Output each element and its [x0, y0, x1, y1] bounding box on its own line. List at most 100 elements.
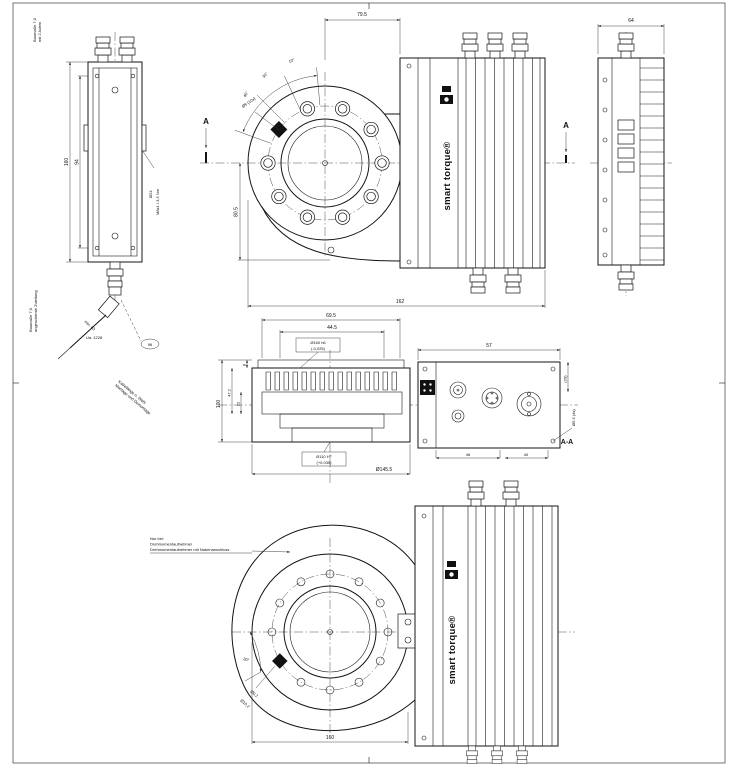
housing-finned: smart torque® — [414, 480, 559, 764]
round-connector — [449, 381, 467, 399]
dim-top: 79.5 — [324, 12, 401, 60]
svg-text:8: 8 — [242, 363, 247, 366]
cable-gland — [461, 32, 479, 59]
bolt-callouts: Ø0,2 Ø10,2 — [239, 665, 276, 709]
svg-text:57: 57 — [486, 343, 492, 349]
cable-annotations: min. 63 Baumaße 7,0 ungeschirmte Zuleitu… — [28, 290, 160, 416]
svg-text:44.5: 44.5 — [327, 325, 337, 331]
svg-text:162: 162 — [396, 299, 405, 305]
svg-text:A: A — [203, 117, 209, 126]
dims-left: 100 47.2 22 8 — [216, 359, 252, 443]
section-label: A-A — [561, 439, 573, 446]
dim-inner-height: 94 — [75, 75, 88, 249]
svg-text:Ø160 h6: Ø160 h6 — [310, 340, 326, 345]
round-connector — [481, 387, 503, 409]
svg-text:46: 46 — [466, 452, 471, 457]
corner-note-line1: Baumaße 7,0 — [32, 17, 37, 42]
svg-text:22: 22 — [236, 401, 241, 406]
svg-text:Baumaße 7,0: Baumaße 7,0 — [28, 307, 33, 332]
dim-width: 160 — [251, 642, 409, 744]
corner-note-line2: mit 2 Adern — [37, 22, 42, 42]
callout-bottom: Ø110 H7 (+0,035) — [301, 441, 347, 467]
svg-text:(20): (20) — [563, 375, 568, 383]
cable-gland — [118, 36, 136, 63]
svg-text:(-0,025): (-0,025) — [311, 346, 326, 351]
svg-text:Ø10,2: Ø10,2 — [239, 698, 251, 709]
svg-text:Ø110 H7: Ø110 H7 — [316, 454, 332, 459]
section-arrow-right: A — [563, 121, 569, 163]
svg-text:45°: 45° — [242, 90, 249, 98]
svg-text:80.5: 80.5 — [234, 207, 240, 217]
dim-top1: 69.5 — [261, 313, 401, 358]
angle-callout: 30° — [243, 631, 262, 682]
round-connector — [451, 409, 465, 423]
svg-text:47.2: 47.2 — [227, 388, 232, 397]
cable-gland — [491, 745, 503, 764]
svg-text:10°: 10° — [288, 57, 296, 64]
transducer-section — [251, 359, 411, 443]
dim-width: 162 — [247, 200, 546, 308]
svg-text:smart torque®: smart torque® — [447, 616, 458, 685]
cable-assembly — [57, 286, 122, 360]
bolt-hole — [374, 155, 390, 171]
svg-text:Ø0,2: Ø0,2 — [249, 689, 259, 699]
bolt-hole — [363, 121, 379, 138]
cable-gland — [467, 480, 485, 507]
svg-text:M8x1 / 3,5 Nm: M8x1 / 3,5 Nm — [155, 188, 160, 215]
square-connector — [420, 380, 435, 395]
svg-text:160: 160 — [64, 158, 70, 167]
cable-gland — [504, 267, 522, 294]
sheet-corner-note: Baumaße 7,0 mit 2 Adern — [32, 17, 42, 42]
cable-badge: 96 — [148, 342, 153, 347]
flange-plate — [231, 524, 419, 732]
svg-text:Ø5.5 (4x): Ø5.5 (4x) — [571, 409, 576, 426]
round-connector — [516, 391, 542, 417]
svg-text:ungeschirmte Zuleitung: ungeschirmte Zuleitung — [33, 290, 38, 332]
housing-body — [87, 61, 143, 263]
svg-text:smart torque®: smart torque® — [442, 142, 453, 211]
brand-logo: smart torque® — [445, 561, 458, 684]
housing-body — [597, 57, 665, 266]
dim-height: 80.5 — [234, 163, 330, 261]
svg-text:30°: 30° — [243, 656, 251, 662]
bolt-hole — [335, 209, 351, 225]
sheet-frame — [12, 2, 726, 764]
svg-text:160: 160 — [326, 735, 335, 741]
svg-text:100: 100 — [216, 400, 222, 409]
svg-text:94: 94 — [75, 159, 81, 165]
cable-gland — [511, 32, 529, 59]
cable-gland — [486, 32, 504, 59]
dim-top2: 44.5 — [279, 325, 385, 358]
bolt-hole — [335, 101, 351, 117]
svg-text:Montage und Demontage: Montage und Demontage — [114, 383, 152, 416]
svg-text:Drehmomentaufnehmer: Drehmomentaufnehmer — [150, 542, 193, 547]
section-arrow-left: A — [203, 117, 209, 163]
connector-panel — [417, 361, 561, 449]
cable-gland — [469, 267, 487, 294]
view-side-right: 64 — [590, 18, 672, 296]
fin-edges — [640, 67, 664, 261]
svg-text:79.5: 79.5 — [357, 12, 367, 18]
view-bottom: smart torque® Nur bei: Drehmomentaufnehm… — [150, 480, 575, 764]
bolt-hole — [363, 188, 379, 205]
cable-gland — [516, 745, 528, 764]
svg-text:40: 40 — [524, 452, 529, 457]
brand-logo: smart torque® — [440, 86, 453, 210]
dim-overall-height: 160 — [64, 61, 88, 263]
bolt-hole — [299, 101, 315, 117]
svg-text:Ua. 1228: Ua. 1228 — [86, 335, 103, 340]
cable-gland — [106, 261, 124, 288]
dim-top: 64 — [597, 18, 665, 54]
svg-text:(+0,035): (+0,035) — [316, 460, 332, 465]
housing-finned: smart torque® — [399, 32, 546, 294]
cooling-fins — [475, 506, 553, 746]
index-bolt-filled — [270, 121, 288, 138]
cable-gland — [466, 745, 478, 764]
svg-text:64: 64 — [628, 18, 634, 24]
svg-text:Ø24: Ø24 — [148, 190, 153, 198]
cable-gland — [617, 264, 635, 291]
dims-right: 57 (20) Ø5.5 (4x) — [417, 343, 576, 442]
view-front: A A — [200, 12, 575, 308]
